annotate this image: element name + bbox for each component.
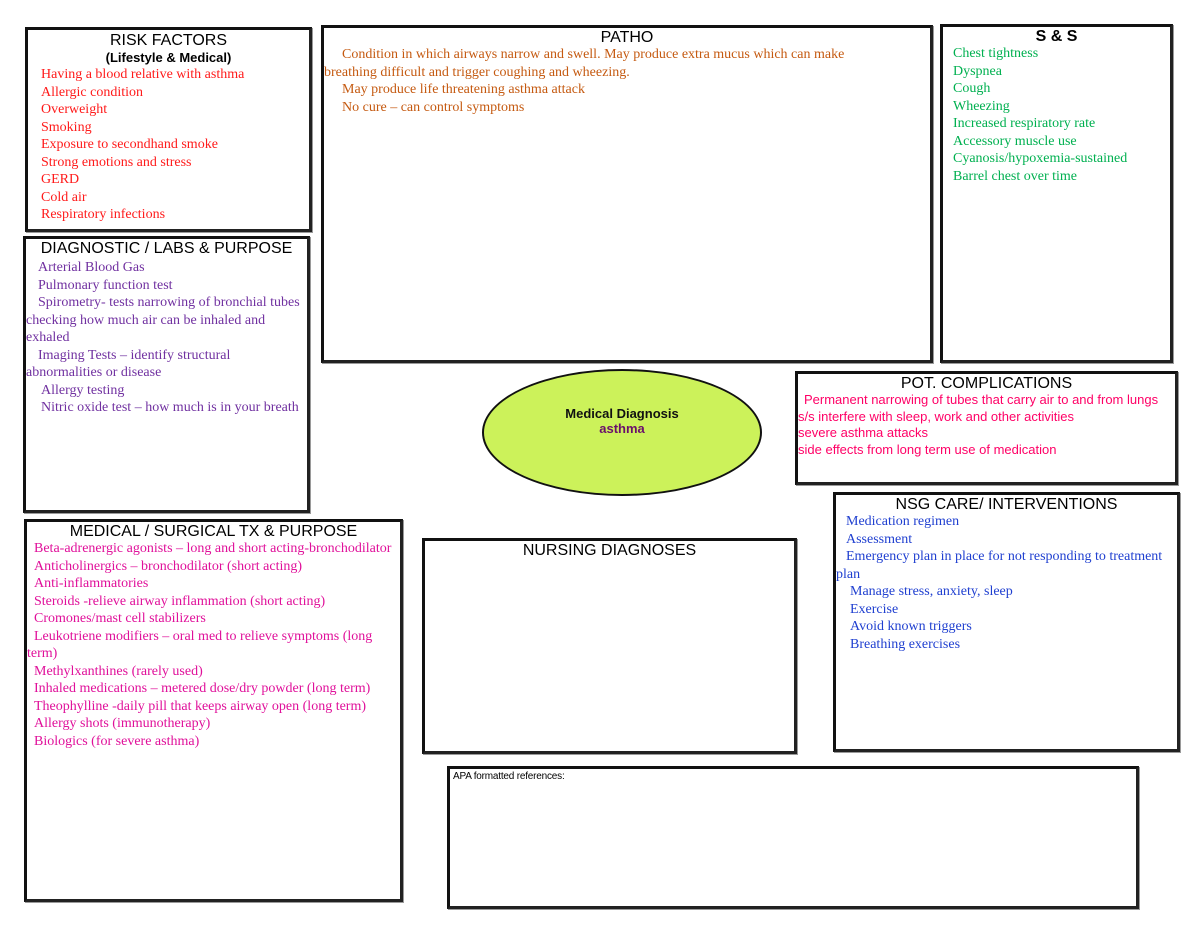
treatment-item: Allergy shots (immunotherapy) xyxy=(34,716,211,731)
complication-item: Permanent narrowing of tubes that carry … xyxy=(804,392,1159,407)
risk-factor-item: Exposure to secondhand smoke xyxy=(41,137,218,152)
nursing-diagnoses-box[interactable]: NURSING DIAGNOSES xyxy=(422,538,797,754)
risk-factor-item: Strong emotions and stress xyxy=(41,154,192,170)
medical-diagnosis-value: asthma xyxy=(599,421,645,436)
intervention-item: Emergency plan in place for not respondi… xyxy=(836,549,1163,582)
patho-item: May produce life threatening asthma atta… xyxy=(342,82,585,97)
medical-surgical-tx-box: MEDICAL / SURGICAL TX & PURPOSE Beta-adr… xyxy=(24,519,403,902)
risk-factor-item: Respiratory infections xyxy=(41,207,166,222)
complication-item: s/s interfere with sleep, work and other… xyxy=(798,408,1075,424)
medical-diagnosis-ellipse: Medical Diagnosis asthma xyxy=(482,369,762,496)
risk-factors-box: RISK FACTORS (Lifestyle & Medical) Havin… xyxy=(25,27,312,232)
intervention-item: Assessment xyxy=(846,531,913,547)
potential-complications-box: POT. COMPLICATIONS Permanent narrowing o… xyxy=(795,371,1178,485)
symptom-item: Barrel chest over time xyxy=(953,168,1078,184)
symptom-item: Wheezing xyxy=(953,98,1010,114)
risk-factor-item: GERD xyxy=(41,172,80,187)
signs-symptoms-title: S & S xyxy=(1035,28,1078,45)
treatment-item: Beta-adrenergic agonists – long and shor… xyxy=(34,541,392,556)
apa-references-box[interactable]: APA formatted references: xyxy=(447,766,1139,909)
diagnostic-item: Imaging Tests – identify structural abno… xyxy=(26,347,231,381)
nursing-diagnoses-title: NURSING DIAGNOSES xyxy=(522,542,697,559)
risk-factor-item: Having a blood relative with asthma xyxy=(41,67,245,82)
patho-box: PATHO Condition in which airways narrow … xyxy=(321,25,933,363)
risk-factors-subtitle: (Lifestyle & Medical) xyxy=(105,50,232,65)
complication-item: side effects from long term use of medic… xyxy=(798,441,1057,457)
symptom-item: Cyanosis/hypoxemia-sustained xyxy=(953,151,1128,166)
diagnostic-labs-box: DIAGNOSTIC / LABS & PURPOSE Arterial Blo… xyxy=(23,236,310,513)
potential-complications-title: POT. COMPLICATIONS xyxy=(900,375,1073,392)
diagnostic-item: Nitric oxide test – how much is in your … xyxy=(41,400,299,415)
risk-factor-item: Overweight xyxy=(41,102,108,117)
intervention-item: Exercise xyxy=(850,601,899,617)
diagnostic-item: Spirometry- tests narrowing of bronchial… xyxy=(26,295,300,345)
risk-factors-title: RISK FACTORS xyxy=(109,32,228,49)
symptom-item: Dyspnea xyxy=(953,63,1002,79)
signs-symptoms-box: S & S Chest tightness Dyspnea Cough Whee… xyxy=(940,24,1173,363)
intervention-item: Manage stress, anxiety, sleep xyxy=(850,584,1013,599)
symptom-item: Accessory muscle use xyxy=(953,133,1077,149)
symptom-item: Increased respiratory rate xyxy=(953,116,1096,131)
nursing-care-interventions-box: NSG CARE/ INTERVENTIONS Medication regim… xyxy=(833,492,1180,752)
patho-title: PATHO xyxy=(600,29,654,46)
symptom-item: Cough xyxy=(953,81,991,96)
risk-factor-item: Smoking xyxy=(41,119,92,135)
patho-item: Condition in which airways narrow and sw… xyxy=(324,47,845,80)
diagnostic-item: Pulmonary function test xyxy=(38,277,173,293)
treatment-item: Biologics (for severe asthma) xyxy=(34,733,200,749)
treatment-item: Methylxanthines (rarely used) xyxy=(34,663,203,679)
medical-diagnosis-label: Medical Diagnosis xyxy=(565,406,679,421)
diagnostic-item: Arterial Blood Gas xyxy=(38,260,145,275)
treatment-item: Leukotriene modifiers – oral med to reli… xyxy=(27,628,373,662)
treatment-item: Anticholinergics – bronchodilator (short… xyxy=(34,558,303,574)
medical-surgical-tx-title: MEDICAL / SURGICAL TX & PURPOSE xyxy=(69,523,358,540)
complication-item: severe asthma attacks xyxy=(798,425,929,440)
treatment-item: Theophylline -daily pill that keeps airw… xyxy=(34,698,367,714)
diagnostic-labs-title: DIAGNOSTIC / LABS & PURPOSE xyxy=(40,240,293,257)
symptom-item: Chest tightness xyxy=(953,46,1039,61)
risk-factor-item: Cold air xyxy=(41,189,87,205)
treatment-item: Cromones/mast cell stabilizers xyxy=(34,611,206,626)
treatment-item: Inhaled medications – metered dose/dry p… xyxy=(34,681,371,696)
treatment-item: Steroids -relieve airway inflammation (s… xyxy=(34,593,326,609)
treatment-item: Anti-inflammatories xyxy=(34,576,149,591)
patho-item: No cure – can control symptoms xyxy=(342,99,525,115)
intervention-item: Breathing exercises xyxy=(850,636,961,652)
intervention-item: Medication regimen xyxy=(846,514,960,529)
apa-references-label: APA formatted references: xyxy=(453,771,565,782)
risk-factor-item: Allergic condition xyxy=(41,84,143,100)
intervention-item: Avoid known triggers xyxy=(850,619,972,634)
nursing-care-interventions-title: NSG CARE/ INTERVENTIONS xyxy=(895,496,1118,513)
diagnostic-item: Allergy testing xyxy=(41,382,125,398)
